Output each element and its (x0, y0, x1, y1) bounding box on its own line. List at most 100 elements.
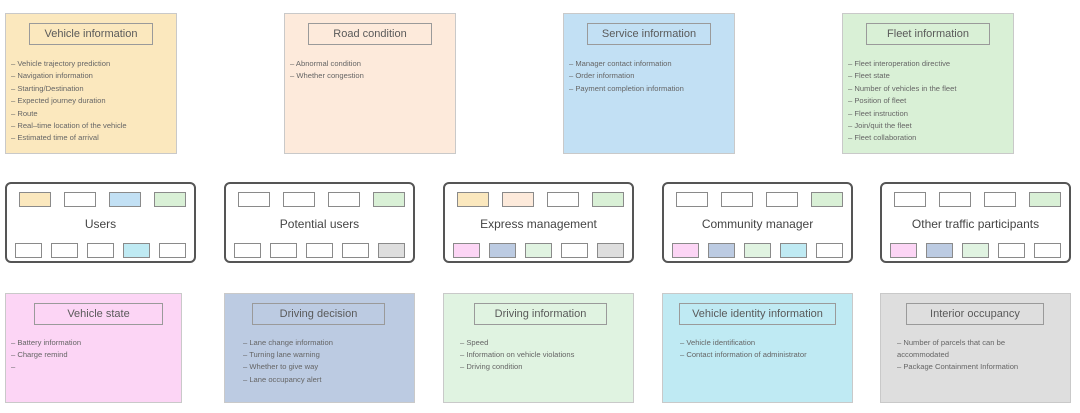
card-fleet-information: Fleet information – Fleet interoperation… (842, 13, 1014, 154)
role-box-users: Users (5, 182, 196, 263)
list-item: – Driving condition (460, 362, 523, 372)
card-items: – Abnormal condition – Whether congestio… (290, 58, 449, 83)
indicator-square (159, 243, 186, 258)
card-title: Road condition (308, 23, 432, 45)
list-item: – (11, 362, 16, 372)
card-driving-decision: Driving decision – Lane change informati… (224, 293, 415, 403)
indicator-square (234, 243, 261, 258)
role-label: Users (84, 217, 117, 231)
list-item: – Turning lane warning (243, 350, 320, 360)
indicator-square (109, 192, 141, 207)
list-item: – Position of fleet (848, 96, 907, 106)
indicator-square (64, 192, 96, 207)
list-item: – Real–time location of the vehicle (11, 121, 127, 131)
card-title: Vehicle identity information (679, 303, 836, 325)
list-item: – Information on vehicle violations (460, 350, 575, 360)
card-items: – Fleet interoperation directive – Fleet… (848, 58, 1007, 145)
card-title: Interior occupancy (906, 303, 1044, 325)
card-vehicle-information: Vehicle information – Vehicle trajectory… (5, 13, 177, 154)
indicator-square (306, 243, 333, 258)
list-item: – Whether congestion (290, 71, 364, 81)
list-item: – Abnormal condition (290, 59, 361, 68)
indicator-square (816, 243, 843, 258)
indicator-square (51, 243, 78, 258)
list-item: – Estimated time of arrival (11, 133, 99, 143)
card-items: – Vehicle identification – Contact infor… (680, 337, 812, 361)
indicator-square (1029, 192, 1061, 207)
indicator-square (123, 243, 150, 258)
indicator-square (926, 243, 953, 258)
indicator-square (766, 192, 798, 207)
indicator-square (457, 192, 489, 207)
indicator-square (342, 243, 369, 258)
list-item: – Payment completion information (569, 83, 684, 93)
indicator-square (453, 243, 480, 258)
indicator-square (998, 243, 1025, 258)
indicator-square (283, 192, 315, 207)
card-items: – Battery information – Charge remind – (11, 337, 175, 374)
indicator-square (592, 192, 624, 207)
card-items: – Speed – Information on vehicle violati… (460, 337, 627, 374)
card-items: – Vehicle trajectory prediction – Naviga… (11, 58, 170, 145)
card-driving-information: Driving information – Speed – Informatio… (443, 293, 634, 403)
indicator-square (87, 243, 114, 258)
list-item: – Navigation information (11, 71, 93, 81)
card-items: – Lane change information – Turning lane… (243, 337, 408, 386)
list-item: – Package Containment Information (897, 362, 1019, 372)
indicator-square (780, 243, 807, 258)
list-item: – Lane change information (243, 338, 333, 347)
list-item: – Number of vehicles in the fleet (848, 83, 957, 93)
card-items: – Manager contact information – Order in… (569, 58, 728, 95)
card-items: – Number of parcels that can be accommod… (897, 337, 1050, 374)
card-title: Driving decision (252, 303, 385, 325)
indicator-square (15, 243, 42, 258)
role-box-express-management: Express management (443, 182, 634, 263)
indicator-square (708, 243, 735, 258)
indicator-square (328, 192, 360, 207)
list-item: – Vehicle identification (680, 338, 756, 347)
list-item: – Starting/Destination (11, 83, 84, 93)
card-interior-occupancy: Interior occupancy – Number of parcels t… (880, 293, 1071, 403)
indicator-square (547, 192, 579, 207)
role-box-other-traffic-participants: Other traffic participants (880, 182, 1071, 263)
indicator-square (744, 243, 771, 258)
list-item: – Manager contact information (569, 59, 672, 68)
indicator-square (894, 192, 926, 207)
list-item: – Route (11, 108, 38, 118)
card-road-condition: Road condition – Abnormal condition – Wh… (284, 13, 456, 154)
indicator-square (378, 243, 405, 258)
indicator-square (238, 192, 270, 207)
card-title: Driving information (474, 303, 607, 325)
indicator-square (984, 192, 1016, 207)
indicator-square (939, 192, 971, 207)
indicator-square (502, 192, 534, 207)
indicator-square (154, 192, 186, 207)
role-label: Community manager (701, 217, 814, 231)
indicator-square (373, 192, 405, 207)
list-item: – Battery information (11, 338, 82, 347)
indicator-square (1034, 243, 1061, 258)
card-title: Service information (587, 23, 711, 45)
role-label: Other traffic participants (911, 217, 1040, 231)
list-item: – Order information (569, 71, 635, 81)
list-item: – Whether to give way (243, 362, 319, 372)
indicator-square (525, 243, 552, 258)
list-item: – Fleet interoperation directive (848, 59, 951, 68)
indicator-square (721, 192, 753, 207)
list-item: – Expected journey duration (11, 96, 106, 106)
card-title: Fleet information (866, 23, 990, 45)
list-item: – Fleet state (848, 71, 890, 81)
indicator-square (270, 243, 297, 258)
list-item: – Vehicle trajectory prediction (11, 59, 111, 68)
role-box-potential-users: Potential users (224, 182, 415, 263)
indicator-square (597, 243, 624, 258)
list-item: – Lane occupancy alert (243, 374, 322, 384)
indicator-square (19, 192, 51, 207)
list-item: – Number of parcels that can be accommod… (897, 338, 1006, 360)
role-box-community-manager: Community manager (662, 182, 853, 263)
list-item: – Fleet instruction (848, 108, 908, 118)
indicator-square (489, 243, 516, 258)
role-label: Potential users (279, 217, 360, 231)
card-vehicle-state: Vehicle state – Battery information – Ch… (5, 293, 182, 403)
card-service-information: Service information – Manager contact in… (563, 13, 735, 154)
